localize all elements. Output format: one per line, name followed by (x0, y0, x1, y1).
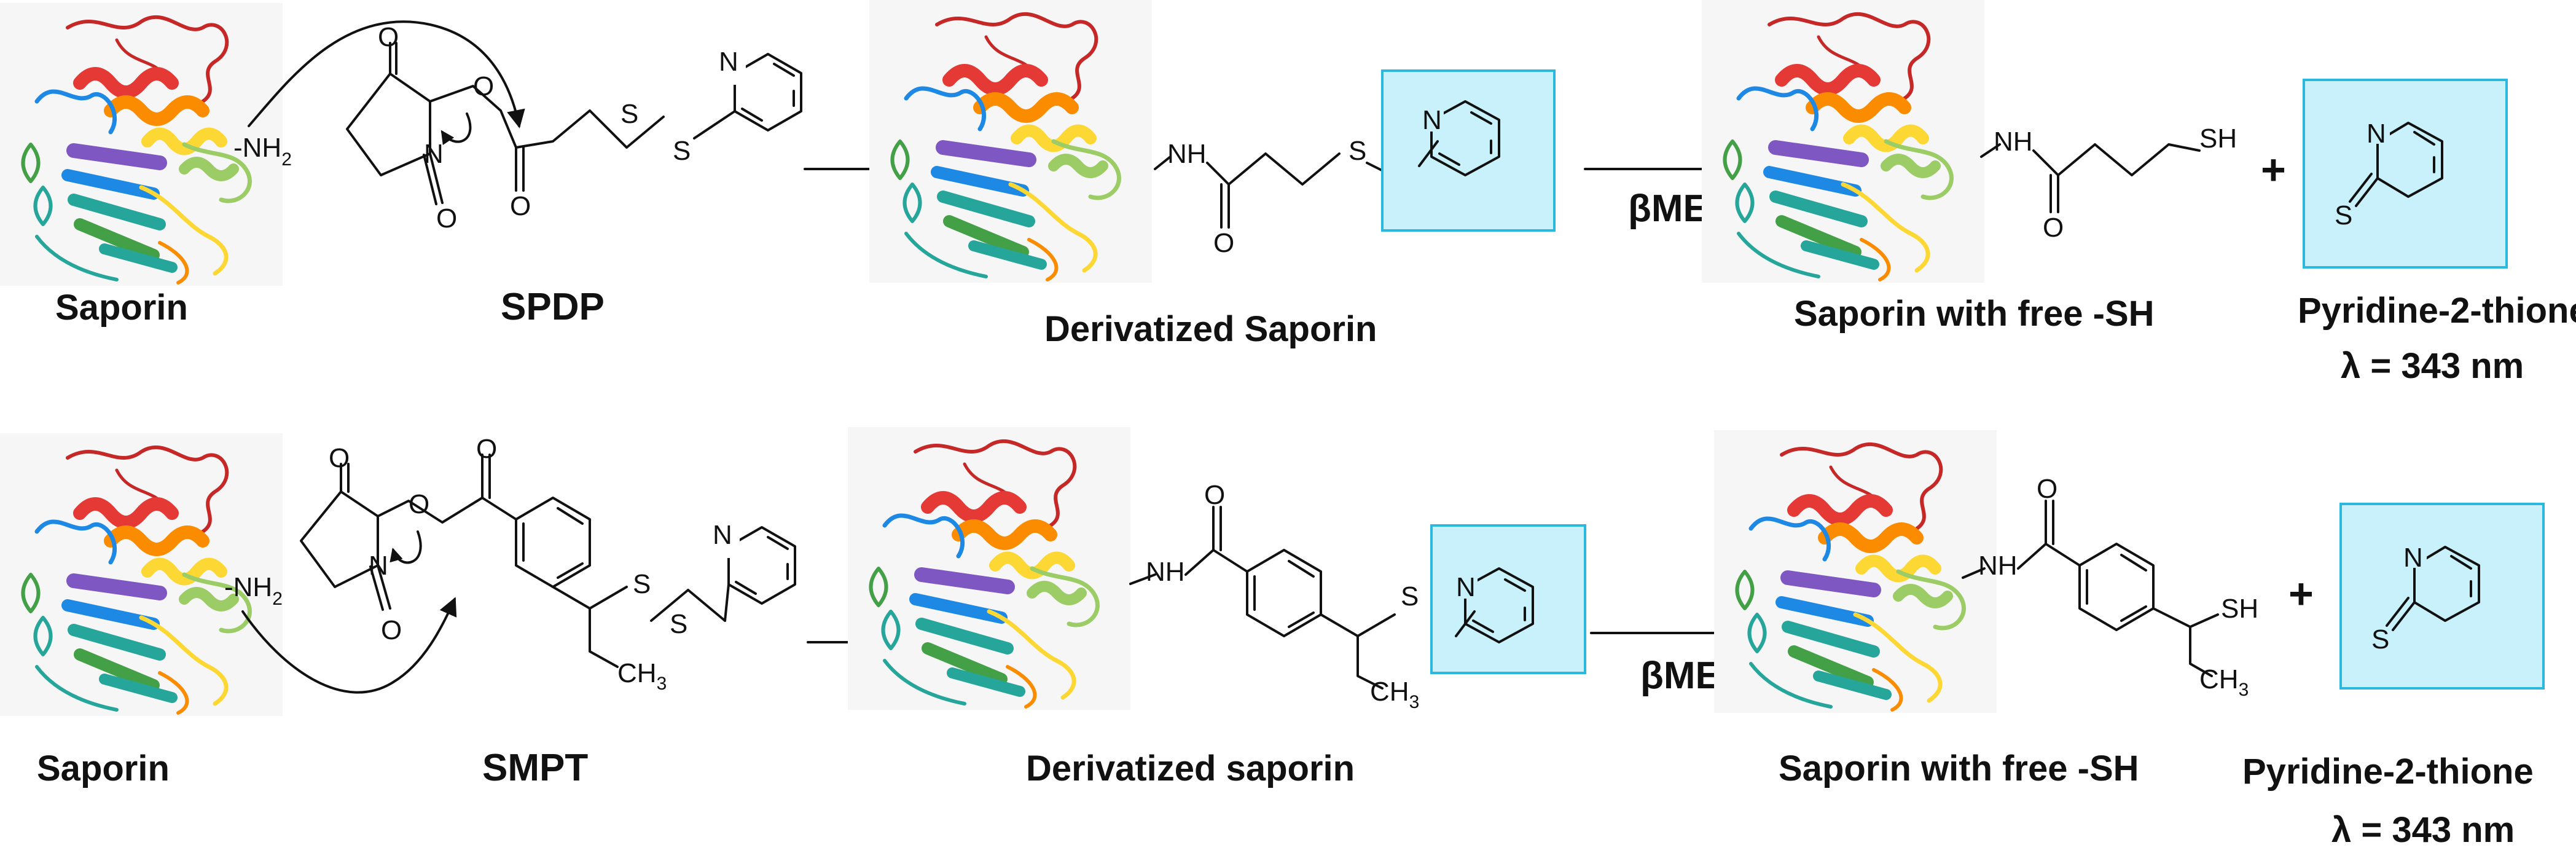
amine-label-2: -NH2 (224, 572, 283, 609)
svg-text:S: S (1401, 581, 1419, 611)
derivatized-saporin-protein-icon (869, 0, 1152, 283)
byproduct-wavelength: λ = 343 nm (2341, 346, 2524, 386)
byproduct-caption-2: Pyridine-2-thione (2242, 752, 2534, 792)
bottom-row: -NH2 Saporin O N O O O S S CH3 N SMPT (0, 427, 2545, 850)
svg-text:O: O (409, 489, 429, 519)
product-caption-2: Saporin with free -SH (1779, 749, 2139, 788)
svg-text:O: O (381, 615, 402, 645)
svg-text:O: O (378, 22, 399, 52)
plus-sign-2: + (2288, 570, 2314, 618)
svg-text:CH3: CH3 (617, 658, 667, 694)
svg-text:O: O (473, 71, 494, 101)
svg-text:SH: SH (2221, 594, 2258, 624)
byproduct-wavelength-2: λ = 343 nm (2331, 810, 2515, 850)
svg-text:O: O (476, 434, 497, 464)
derivatized-saporin-protein-icon-2 (848, 427, 1130, 710)
smpt-structure: O N O O O S S CH3 N (300, 434, 796, 694)
nucleophilic-attack-arrow (248, 20, 525, 128)
svg-text:N: N (424, 139, 444, 169)
svg-text:NH: NH (1978, 551, 2018, 581)
smpt-caption: SMPT (482, 747, 588, 789)
pyridyl-highlight-box (1381, 69, 1556, 232)
svg-text:SH: SH (2199, 124, 2237, 154)
thiol-smpt-linker-structure: NH O SH CH3 (1962, 474, 2258, 700)
pyridyl-highlight-box-2 (1430, 524, 1586, 674)
thiol-linker-structure: NH O SH (1980, 124, 2237, 243)
bme-reagent-label: βME (1628, 187, 1709, 230)
derivatized-saporin-caption: Derivatized Saporin (1044, 309, 1377, 349)
thione-highlight-box (2303, 79, 2508, 269)
svg-text:O: O (329, 443, 350, 473)
svg-text:N: N (2403, 543, 2423, 573)
svg-text:O: O (1204, 480, 1225, 510)
svg-text:N: N (1456, 572, 1476, 602)
plus-sign: + (2261, 146, 2286, 194)
nucleophilic-attack-arrow-2 (241, 597, 457, 694)
amine-label: -NH2 (233, 133, 292, 170)
svg-text:O: O (436, 203, 457, 234)
saporin-caption: Saporin (55, 288, 188, 328)
svg-text:N: N (369, 551, 388, 581)
byproduct-caption: Pyridine-2-thione (2298, 291, 2576, 331)
svg-text:N: N (1422, 105, 1442, 135)
top-row: -NH2 Saporin O N O O O S S N SPDP (0, 0, 2576, 386)
svg-text:N: N (713, 520, 732, 550)
pyridine-2-thione-structure: N S (2335, 117, 2443, 230)
svg-text:S: S (2371, 624, 2389, 655)
svg-text:CH3: CH3 (1370, 677, 1419, 712)
bme-reagent-label-2: βME (1640, 655, 1721, 697)
thione-highlight-box-2 (2339, 503, 2545, 690)
derivatized-saporin-caption-2: Derivatized saporin (1026, 749, 1355, 788)
spdp-caption: SPDP (501, 286, 605, 328)
pyridyl-leaving-group-2: N (1453, 567, 1534, 643)
svg-text:CH3: CH3 (2199, 664, 2249, 700)
svg-text:NH: NH (1146, 557, 1185, 587)
product-saporin-protein-icon (1702, 0, 1984, 283)
svg-text:S: S (670, 609, 687, 639)
svg-text:O: O (2043, 213, 2064, 243)
spdp-structure: O N O O O S S N (346, 22, 802, 234)
svg-text:NH: NH (1994, 127, 2033, 157)
product-caption: Saporin with free -SH (1794, 294, 2155, 334)
svg-text:S: S (621, 99, 638, 129)
svg-text:S: S (673, 136, 691, 166)
pyridyl-leaving-group: N (1418, 100, 1500, 176)
svg-text:N: N (719, 47, 738, 77)
svg-text:O: O (510, 191, 531, 221)
pyridine-2-thione-structure-2: N S (2371, 541, 2480, 655)
svg-text:S: S (633, 569, 651, 599)
svg-text:NH: NH (1167, 139, 1207, 169)
svg-text:O: O (2037, 474, 2057, 504)
saporin-caption-2: Saporin (37, 749, 170, 788)
svg-text:S: S (1349, 136, 1366, 166)
derivatized-linker-structure: NH O S S (1154, 136, 1409, 258)
svg-text:O: O (1213, 228, 1234, 258)
product-saporin-protein-icon-2 (1714, 430, 1997, 713)
derivatized-smpt-linker-structure: NH O S S CH3 (1129, 480, 1449, 712)
svg-text:S: S (2335, 200, 2352, 230)
svg-text:N: N (2367, 119, 2386, 149)
